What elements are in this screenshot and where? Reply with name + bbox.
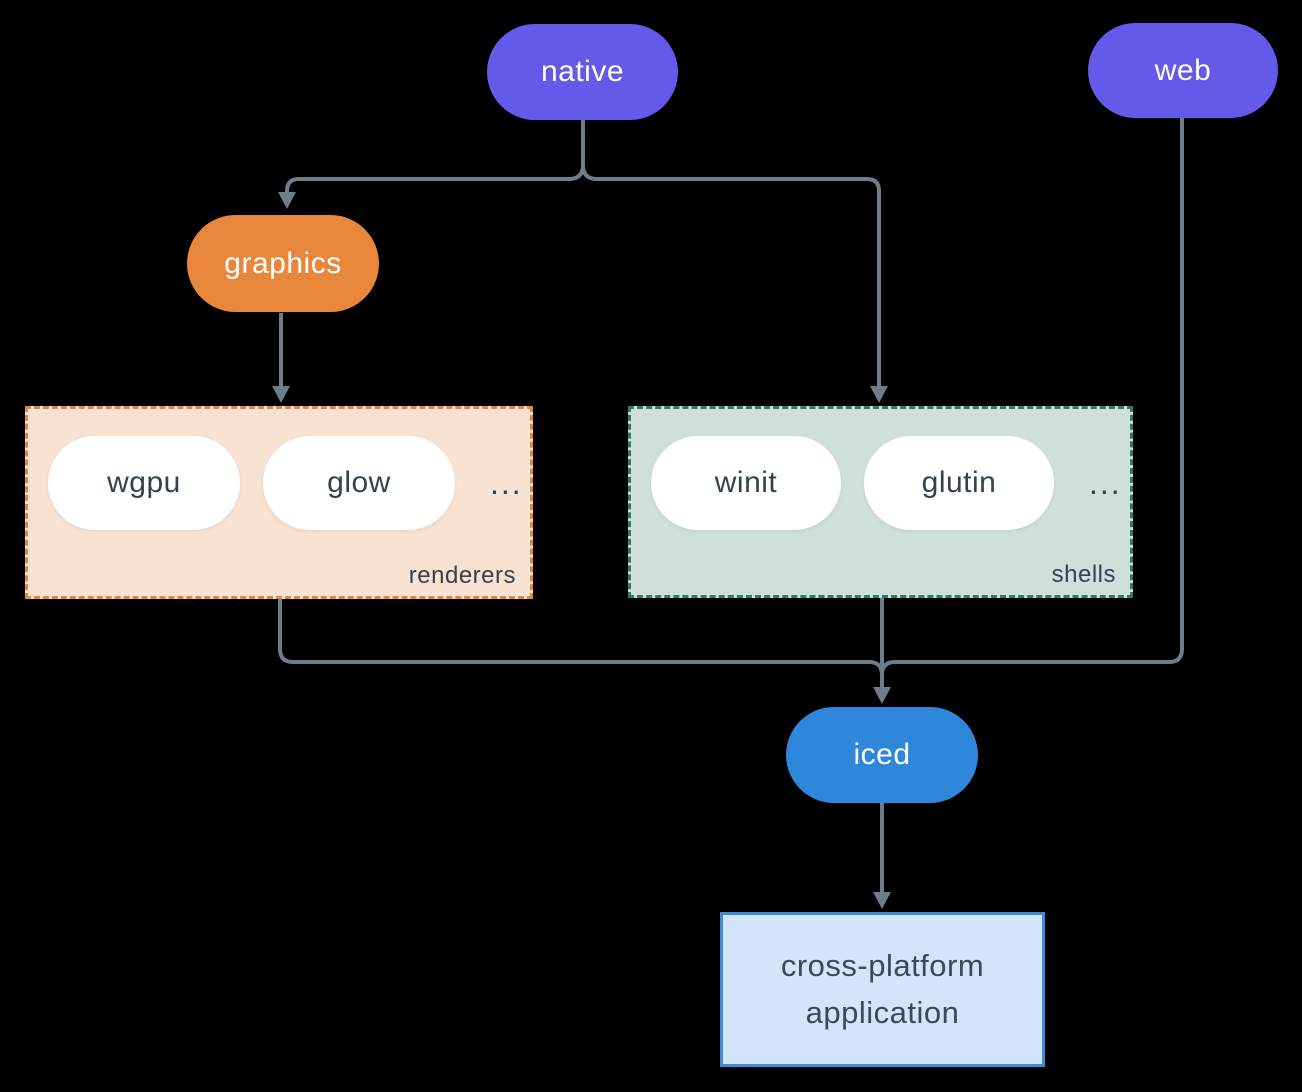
node-iced: iced <box>786 707 978 803</box>
node-glutin: glutin <box>864 436 1054 530</box>
shells-pill-row: winit glutin ... <box>651 436 1122 530</box>
arrowhead-into-renderers <box>272 386 290 403</box>
renderers-group-label: renderers <box>408 562 516 589</box>
group-renderers: wgpu glow ... renderers <box>25 406 533 599</box>
node-wgpu-label: wgpu <box>107 466 181 499</box>
arrowhead-into-shells <box>870 386 888 403</box>
node-graphics: graphics <box>187 215 379 312</box>
node-glutin-label: glutin <box>921 466 997 499</box>
connector-native-to-shells <box>581 119 881 388</box>
node-winit: winit <box>651 436 841 530</box>
node-native: native <box>487 24 678 120</box>
node-graphics-label: graphics <box>224 246 342 280</box>
node-glow: glow <box>263 436 455 530</box>
app-label-line1: cross-platform <box>780 948 985 983</box>
connector-native-to-graphics <box>285 119 585 194</box>
connector-renderers-to-iced <box>278 599 884 676</box>
arrowhead-into-graphics <box>278 192 296 209</box>
renderers-ellipsis: ... <box>490 464 523 501</box>
node-web: web <box>1088 23 1278 118</box>
node-native-label: native <box>540 55 625 88</box>
node-glow-label: glow <box>327 466 391 499</box>
node-cross-platform-application: cross-platform application <box>720 912 1045 1067</box>
renderers-pill-row: wgpu glow ... <box>48 436 523 530</box>
shells-ellipsis: ... <box>1089 464 1122 501</box>
shells-group-label: shells <box>1051 561 1116 588</box>
node-wgpu: wgpu <box>48 436 240 530</box>
node-winit-label: winit <box>714 466 778 499</box>
arrowhead-into-app <box>873 892 891 909</box>
node-web-label: web <box>1154 53 1212 87</box>
arrowhead-into-iced <box>873 687 891 704</box>
app-label-line2: application <box>805 994 960 1030</box>
node-iced-label: iced <box>853 738 911 771</box>
group-shells: winit glutin ... shells <box>628 406 1133 598</box>
